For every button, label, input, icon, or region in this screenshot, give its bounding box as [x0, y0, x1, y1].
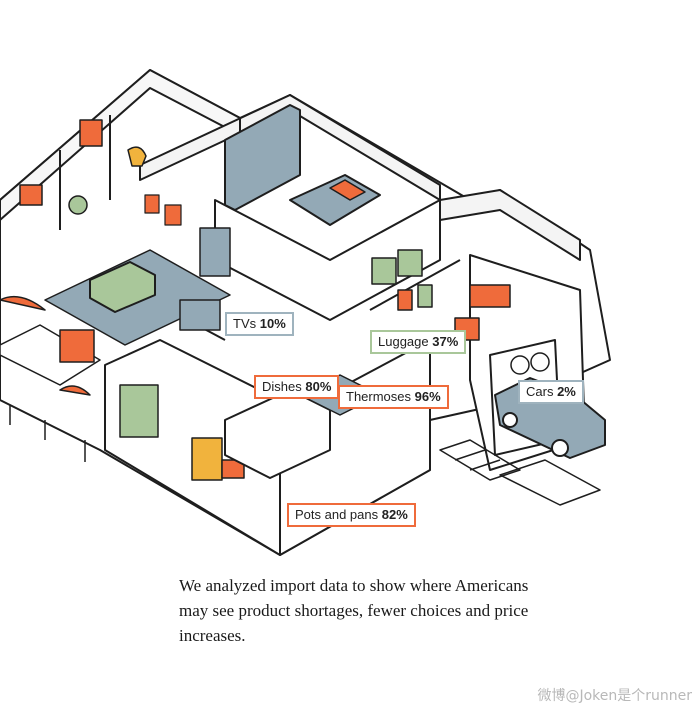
label-pots: Pots and pans 82% — [287, 503, 416, 527]
label-dishes-name: Dishes — [262, 379, 302, 394]
closet — [224, 104, 301, 211]
label-pots-pct: 82% — [381, 507, 408, 522]
label-tvs-name: TVs — [233, 316, 257, 331]
garage-walls — [439, 189, 581, 261]
label-thermoses-pct: 96% — [414, 389, 441, 404]
label-dishes: Dishes 80% — [254, 375, 340, 399]
label-cars-pct: 2% — [557, 384, 576, 399]
label-luggage: Luggage 37% — [370, 330, 467, 354]
label-luggage-name: Luggage — [378, 334, 429, 349]
label-thermoses: Thermoses 96% — [338, 385, 449, 409]
deck — [0, 324, 101, 386]
tv — [179, 299, 221, 331]
sofa — [89, 261, 156, 313]
house-cutaway-illustration — [0, 69, 611, 556]
label-cars: Cars 2% — [518, 380, 584, 404]
umbrella — [0, 295, 46, 311]
label-cars-name: Cars — [526, 384, 554, 399]
label-tvs-pct: 10% — [259, 316, 286, 331]
label-dishes-pct: 80% — [305, 379, 332, 394]
label-thermoses-name: Thermoses — [346, 389, 412, 404]
label-pots-name: Pots and pans — [295, 507, 379, 522]
label-tvs: TVs 10% — [225, 312, 294, 336]
label-luggage-pct: 37% — [432, 334, 459, 349]
watermark-text: 微博@Joken是个runner — [537, 688, 692, 704]
caption-text: We analyzed import data to show where Am… — [179, 576, 529, 645]
